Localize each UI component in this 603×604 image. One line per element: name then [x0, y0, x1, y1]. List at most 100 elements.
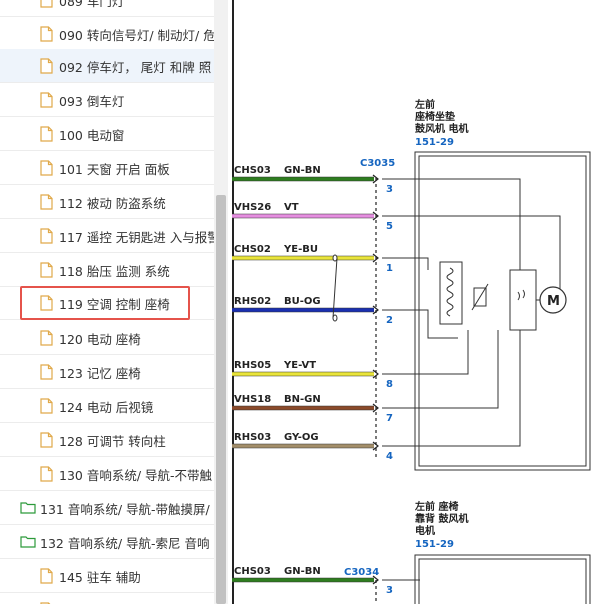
tree-item-label: 120 电动 座椅: [59, 332, 141, 347]
c3035-wire-color-label: GY-OG: [284, 432, 319, 443]
c3035-wire-color-label: YE-VT: [283, 360, 316, 371]
tree-item-label: 117 遥控 无钥匙进 入与报警: [59, 230, 214, 245]
tree-item-label: 132 音响系统/ 导航-索尼 音响: [40, 536, 210, 551]
tree-item-label: 100 电动窗: [59, 128, 125, 143]
document-icon: [40, 295, 53, 314]
c3035-pin-arrow: [372, 305, 379, 315]
tree-item-112[interactable]: 112 被动 防盗系统: [0, 185, 214, 219]
connector2-label: C3034: [344, 567, 379, 578]
c3035-pin-arrow: [372, 174, 379, 184]
thermistor: [473, 287, 487, 307]
c3035-pin-arrow: [372, 253, 379, 263]
controller-symbol: [517, 289, 525, 301]
tree-item-146[interactable]: 146: [0, 593, 214, 604]
document-icon: [40, 58, 53, 77]
tree-item-label: 118 胎压 监测 系统: [59, 264, 170, 279]
sidebar-scrollbar[interactable]: [214, 0, 228, 604]
tree-item-label: 093 倒车灯: [59, 94, 125, 109]
tree-folder-131[interactable]: 131 音响系统/ 导航-带触摸屏/: [0, 491, 214, 525]
heater-coil: [446, 267, 454, 317]
folder-icon: [20, 535, 36, 551]
component1-inner-outline: [418, 155, 587, 467]
c3035-pin-number: 5: [386, 221, 393, 232]
c3035-wire-color-label: GN-BN: [284, 165, 321, 176]
component2-title-line3: 电机: [415, 524, 435, 537]
twisted-pair-bottom: [332, 314, 338, 322]
motor-label: M: [547, 294, 560, 309]
c3035-pin-arrow: [372, 441, 379, 451]
component2-inner-outline: [418, 558, 587, 604]
connector1-label: C3035: [360, 158, 395, 169]
tree-item-label: 090 转向信号灯/ 制动灯/ 危: [59, 28, 214, 43]
c3035-wire-color-label: BU-OG: [284, 296, 321, 307]
tree-item-100[interactable]: 100 电动窗: [0, 117, 214, 151]
tree-item-128[interactable]: 128 可调节 转向柱: [0, 423, 214, 457]
connector2-wires: CHS03 GN-BN 3: [232, 566, 393, 596]
tree-item-092[interactable]: 092 停车灯， 尾灯 和牌 照: [0, 49, 214, 83]
document-icon: [40, 364, 53, 383]
c3034-wire-color-label: GN-BN: [284, 566, 321, 577]
tree-item-label: 112 被动 防盗系统: [59, 196, 166, 211]
tree-item-090[interactable]: 090 转向信号灯/ 制动灯/ 危: [0, 17, 214, 51]
c3034-pin-number: 3: [386, 585, 393, 596]
component2-ref: 151-29: [415, 539, 454, 550]
c3035-pin-number: 4: [386, 451, 393, 462]
document-icon: [40, 398, 53, 417]
c3035-pin-number: 3: [386, 184, 393, 195]
document-icon: [40, 262, 53, 281]
tree-item-117[interactable]: 117 遥控 无钥匙进 入与报警: [0, 219, 214, 253]
c3035-pin-number: 1: [386, 263, 393, 274]
c3035-circuit-label: VHS18: [234, 394, 271, 405]
tree-item-120[interactable]: 120 电动 座椅: [0, 321, 214, 355]
document-icon: [40, 466, 53, 485]
diagram-frame-line: [232, 0, 234, 604]
c3035-pin-arrow: [372, 369, 379, 379]
heater-element: [439, 261, 463, 325]
tree-item-label: 101 天窗 开启 面板: [59, 162, 170, 177]
c3035-circuit-label: RHS03: [234, 432, 271, 443]
c3035-pin-arrow: [372, 211, 379, 221]
document-icon: [40, 432, 53, 451]
fan-controller: [509, 269, 537, 331]
tree-item-label: 131 音响系统/ 导航-带触摸屏/: [40, 502, 210, 517]
document-icon: [40, 330, 53, 349]
folder-icon: [20, 501, 36, 517]
c3035-pin-arrow: [372, 403, 379, 413]
scrollbar-thumb[interactable]: [216, 195, 226, 604]
document-icon: [40, 228, 53, 247]
document-icon: [40, 160, 53, 179]
component2-title-line1: 左前 座椅: [414, 500, 458, 513]
c3035-pin-number: 8: [386, 379, 393, 390]
component2-outline: [414, 554, 591, 604]
tree-folder-132[interactable]: 132 音响系统/ 导航-索尼 音响: [0, 525, 214, 559]
document-tree-sidebar: 089 车门灯 090 转向信号灯/ 制动灯/ 危 092 停车灯， 尾灯 和牌…: [0, 0, 214, 604]
component1-title-line2: 座椅坐垫: [414, 110, 455, 123]
c3035-circuit-label: CHS03: [234, 165, 271, 176]
tree-item-label: 128 可调节 转向柱: [59, 434, 166, 449]
tree-item-label: 124 电动 后视镜: [59, 400, 154, 415]
c3035-circuit-label: RHS02: [234, 296, 271, 307]
tree-item-118[interactable]: 118 胎压 监测 系统: [0, 253, 214, 287]
c3035-circuit-label: VHS26: [234, 202, 271, 213]
c3035-wire-color-label: BN-GN: [284, 394, 321, 405]
document-icon: [40, 568, 53, 587]
twisted-pair-top: [332, 254, 338, 262]
tree-item-130[interactable]: 130 音响系统/ 导航-不带触: [0, 457, 214, 491]
tree-item-093[interactable]: 093 倒车灯: [0, 83, 214, 117]
tree-item-089[interactable]: 089 车门灯: [0, 0, 214, 17]
component1-title-line3: 鼓风机 电机: [415, 122, 468, 135]
thermistor-slash: [471, 283, 489, 311]
tree-item-124[interactable]: 124 电动 后视镜: [0, 389, 214, 423]
tree-item-label: 123 记忆 座椅: [59, 366, 141, 381]
tree-item-101[interactable]: 101 天窗 开启 面板: [0, 151, 214, 185]
tree-item-119-selected[interactable]: 119 空调 控制 座椅: [0, 286, 214, 320]
component2-title-line2: 靠背 鼓风机: [415, 512, 468, 525]
c3034-circuit-label: CHS03: [234, 566, 271, 577]
tree-item-145[interactable]: 145 驻车 辅助: [0, 559, 214, 593]
component1-outline: [414, 151, 591, 471]
tree-item-label: 146: [59, 601, 83, 604]
tree-item-label: 089 车门灯: [59, 0, 125, 9]
tree-item-123[interactable]: 123 记忆 座椅: [0, 355, 214, 389]
component1-ref: 151-29: [415, 137, 454, 148]
